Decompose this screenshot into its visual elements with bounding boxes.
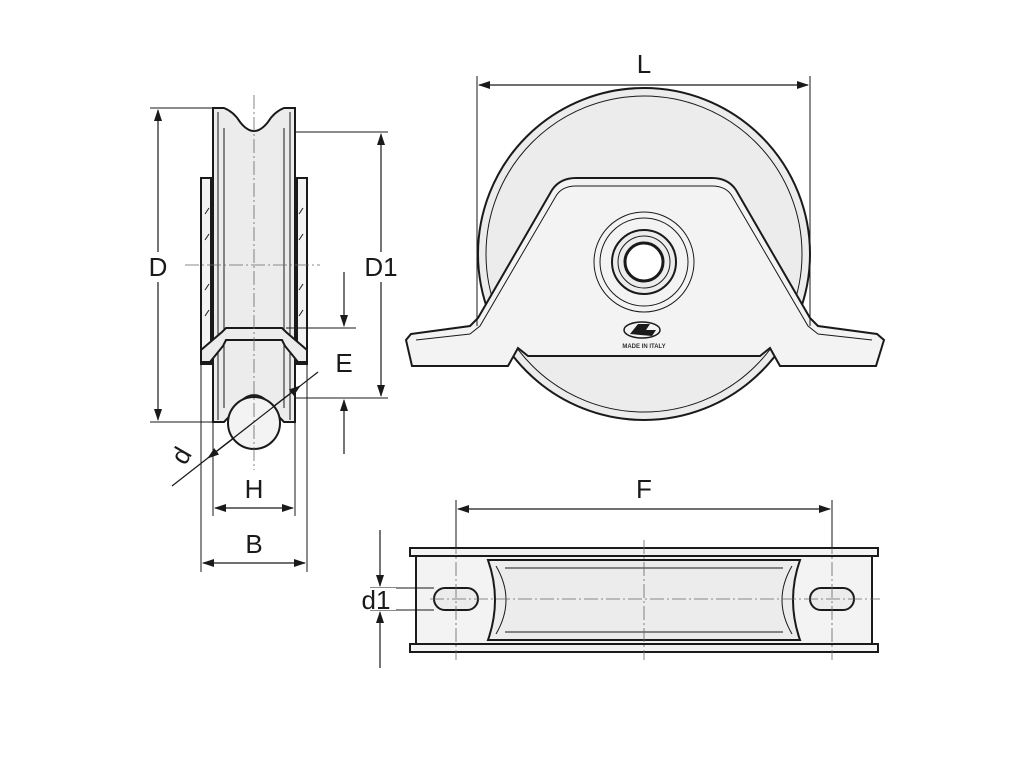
front-hub-outer xyxy=(593,211,695,313)
dimension-L: L xyxy=(476,49,811,326)
label-d: d xyxy=(165,442,198,470)
label-B: B xyxy=(245,529,262,559)
label-L: L xyxy=(637,49,651,79)
label-H: H xyxy=(245,474,264,504)
label-D: D xyxy=(149,252,168,282)
top-view xyxy=(409,540,880,660)
dimension-d1: d1 xyxy=(356,530,434,668)
side-bracket-left-plate xyxy=(200,177,212,365)
label-D1: D1 xyxy=(364,252,397,282)
label-d1: d1 xyxy=(362,585,391,615)
front-axle-hole xyxy=(623,241,665,283)
side-view xyxy=(185,95,320,470)
dimension-D: D xyxy=(140,107,213,423)
side-bracket-right-plate xyxy=(296,177,308,365)
front-view: MADE IN ITALY xyxy=(404,87,886,421)
label-F: F xyxy=(636,474,652,504)
made-in-italy-text: MADE IN ITALY xyxy=(622,344,665,350)
label-E: E xyxy=(335,348,352,378)
brand-logo: MADE IN ITALY xyxy=(622,321,666,350)
top-wheel xyxy=(486,559,802,641)
dimension-E: E xyxy=(286,272,356,454)
dimension-H: H xyxy=(212,422,296,516)
side-bracket-profile xyxy=(200,327,308,363)
side-bearing-hatch xyxy=(204,207,304,317)
dimension-F: F xyxy=(455,474,833,548)
dimension-B: B xyxy=(200,364,308,572)
